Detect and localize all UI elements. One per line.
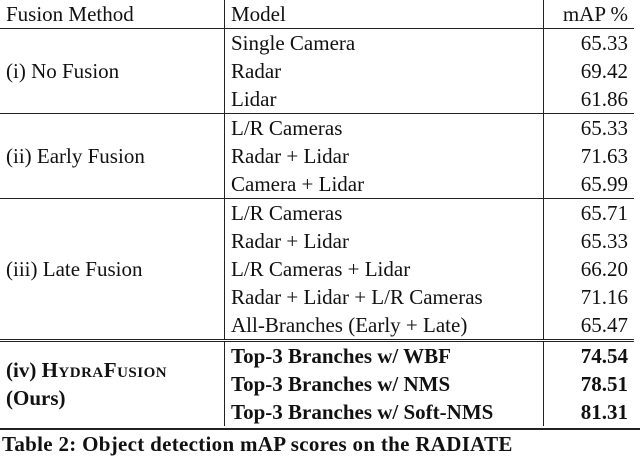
model-cell: Top-3 Branches w/ WBF xyxy=(223,339,544,370)
group-label-prefix: (iv) xyxy=(6,358,42,382)
header-model: Model xyxy=(223,0,544,29)
hydrafusion-name: HydraFusion xyxy=(41,358,168,382)
map-cell: 74.54 xyxy=(543,339,634,370)
map-cell: 65.71 xyxy=(543,198,634,227)
model-cell: Radar + Lidar + L/R Cameras xyxy=(223,283,544,311)
map-cell: 71.16 xyxy=(543,283,634,311)
table-row: Radar + Lidar 65.33 xyxy=(0,227,634,255)
table-row: Radar + Lidar + L/R Cameras 71.16 xyxy=(0,283,634,311)
model-cell: Radar xyxy=(223,57,544,85)
group-label-no-fusion: (i) No Fusion xyxy=(0,28,225,114)
map-cell: 65.33 xyxy=(543,113,634,142)
map-cell: 69.42 xyxy=(543,57,634,85)
header-map: mAP % xyxy=(543,0,634,29)
table-caption: Table 2: Object detection mAP scores on … xyxy=(2,432,513,456)
table-row: Top-3 Branches w/ NMS 78.51 xyxy=(0,370,634,398)
model-cell: Lidar xyxy=(223,85,544,114)
model-cell: Radar + Lidar xyxy=(223,227,544,255)
table-row: (iii) Late Fusion L/R Cameras 65.71 xyxy=(0,198,634,341)
model-cell: L/R Cameras + Lidar xyxy=(223,255,544,283)
model-cell: Camera + Lidar xyxy=(223,170,544,199)
map-cell: 81.31 xyxy=(543,398,634,426)
model-cell: Top-3 Branches w/ NMS xyxy=(223,370,544,398)
map-cell: 65.47 xyxy=(543,311,634,341)
map-cell: 65.33 xyxy=(543,227,634,255)
table-row: Radar + Lidar 71.63 xyxy=(0,142,634,170)
table-row: Lidar 61.86 xyxy=(0,85,634,114)
map-cell: 61.86 xyxy=(543,85,634,114)
map-cell: 66.20 xyxy=(543,255,634,283)
model-cell: L/R Cameras xyxy=(223,113,544,142)
table-row: Top-3 Branches w/ Soft-NMS 81.31 xyxy=(0,398,634,426)
map-cell: 71.63 xyxy=(543,142,634,170)
map-cell: 78.51 xyxy=(543,370,634,398)
map-cell: 65.99 xyxy=(543,170,634,199)
table-row: Camera + Lidar 65.99 xyxy=(0,170,634,199)
model-cell: All-Branches (Early + Late) xyxy=(223,311,544,341)
table-row: L/R Cameras + Lidar 66.20 xyxy=(0,255,634,283)
model-cell: Radar + Lidar xyxy=(223,142,544,170)
table-row: (i) No Fusion Single Camera 65.33 xyxy=(0,28,634,114)
group-label-late-fusion: (iii) Late Fusion xyxy=(0,198,225,341)
map-cell: 65.33 xyxy=(543,28,634,57)
model-cell: L/R Cameras xyxy=(223,198,544,227)
results-table: Fusion Method Model mAP % (i) No Fusion … xyxy=(0,0,634,426)
results-table-container: Fusion Method Model mAP % (i) No Fusion … xyxy=(0,0,634,426)
group-label-suffix: (Ours) xyxy=(6,386,66,410)
group-label-hydrafusion: (iv) HydraFusion (Ours) xyxy=(0,339,225,426)
model-cell: Single Camera xyxy=(223,28,544,57)
table-row: (iv) HydraFusion (Ours) Top-3 Branches w/… xyxy=(0,339,634,426)
table-header-row: Fusion Method Model mAP % xyxy=(0,0,634,29)
table-row: (ii) Early Fusion L/R Cameras 65.33 xyxy=(0,113,634,199)
model-cell: Top-3 Branches w/ Soft-NMS xyxy=(223,398,544,426)
table-bottom-rule xyxy=(0,428,640,430)
table-row: Radar 69.42 xyxy=(0,57,634,85)
table-row: All-Branches (Early + Late) 65.47 xyxy=(0,311,634,341)
header-fusion-method: Fusion Method xyxy=(0,0,225,29)
group-label-early-fusion: (ii) Early Fusion xyxy=(0,113,225,199)
